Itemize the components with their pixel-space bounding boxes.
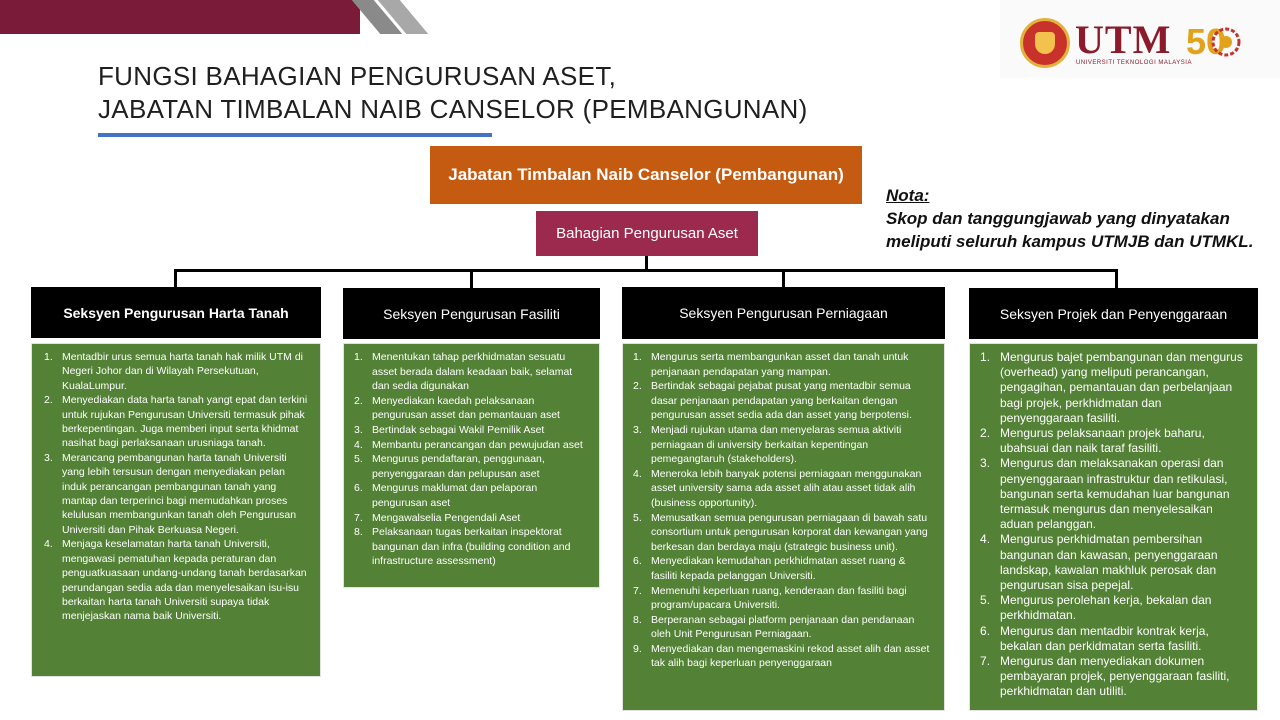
note-title: Nota: [886, 186, 930, 205]
title-underline [98, 133, 492, 137]
connector-vertical-main [645, 256, 648, 272]
note-line-2: meliputi seluruh kampus UTMJB dan UTMKL. [886, 232, 1254, 251]
duty-list: Mengurus bajet pembangunan dan mengurus … [980, 350, 1251, 700]
list-item: Menjaga keselamatan harta tanah Universi… [44, 537, 307, 623]
anniversary-50-logo: 50 [1186, 21, 1241, 62]
title-line-1: FUNGSI BAHAGIAN PENGURUSAN ASET, [98, 61, 617, 91]
list-item: Meneroka lebih banyak potensi perniagaan… [633, 467, 922, 509]
list-item: Bertindak sebagai Wakil Pemilik Aset [354, 423, 545, 437]
utm-seal-icon [1020, 18, 1070, 68]
section-header-harta-tanah: Seksyen Pengurusan Harta Tanah [31, 287, 321, 338]
section-title: Seksyen Pengurusan Perniagaan [679, 305, 888, 321]
org-box-jtnc-label: Jabatan Timbalan Naib Canselor (Pembangu… [448, 165, 844, 184]
connector-drop-1 [174, 269, 177, 288]
section-header-projek: Seksyen Projek dan Penyenggaraan [969, 288, 1258, 339]
list-item: Mengurus serta membangunkan asset dan ta… [633, 350, 909, 378]
list-item: Membantu perancangan dan pewujudan aset [354, 438, 583, 452]
connector-horizontal [174, 269, 1118, 272]
list-item: Mentadbir urus semua harta tanah hak mil… [44, 350, 304, 392]
list-item: Mengurus dan melaksanakan operasi dan pe… [980, 456, 1230, 532]
list-item: Menentukan tahap perkhidmatan sesuatu as… [354, 350, 573, 393]
list-item: Menyediakan kemudahan perkhidmatan asset… [633, 554, 906, 582]
list-item: Mengurus bajet pembangunan dan mengurus … [980, 350, 1243, 425]
note-block: Nota: Skop dan tanggungjawab yang dinyat… [886, 184, 1253, 253]
section-title: Seksyen Pengurusan Fasiliti [383, 305, 560, 322]
list-item: Bertindak sebagai pejabat pusat yang men… [633, 379, 912, 422]
section-body-fasiliti: Menentukan tahap perkhidmatan sesuatu as… [343, 343, 600, 588]
list-item: Berperanan sebagai platform penjanaan da… [633, 613, 915, 641]
list-item: Mengawalselia Pengendali Aset [354, 511, 521, 525]
org-box-bpa-label: Bahagian Pengurusan Aset [556, 225, 738, 242]
connector-drop-2 [470, 269, 473, 288]
list-item: Mengurus pelaksanaan projek baharu, ubah… [980, 426, 1205, 456]
note-line-1: Skop dan tanggungjawab yang dinyatakan [886, 209, 1230, 228]
list-item: Mengurus perkhidmatan pembersihan bangun… [980, 532, 1218, 593]
section-body-harta-tanah: Mentadbir urus semua harta tanah hak mil… [31, 343, 321, 677]
section-header-fasiliti: Seksyen Pengurusan Fasiliti [343, 288, 600, 339]
list-item: Mengurus perolehan kerja, bekalan dan pe… [980, 593, 1212, 623]
list-item: Merancang pembangunan harta tanah Univer… [44, 451, 297, 536]
utm-logo-subtext: UNIVERSITI TEKNOLOGI MALAYSIA [1076, 60, 1192, 66]
list-item: Mengurus pendaftaran, penggunaan, penyen… [354, 452, 545, 480]
connector-drop-3 [782, 269, 785, 288]
list-item: Mengurus dan mentadbir kontrak kerja, be… [980, 623, 1209, 653]
utm-logo-text: UTM [1075, 17, 1172, 62]
connector-drop-4 [1115, 269, 1118, 288]
list-item: Mengurus dan menyediakan dokumen pembaya… [980, 654, 1230, 699]
list-item: Mengurus maklumat dan pelaporan pengurus… [354, 481, 538, 509]
list-item: Menyediakan kaedah pelaksanaan pengurusa… [354, 394, 560, 422]
page-title: FUNGSI BAHAGIAN PENGURUSAN ASET, JABATAN… [98, 60, 808, 126]
title-line-2: JABATAN TIMBALAN NAIB CANSELOR (PEMBANGU… [98, 94, 808, 124]
list-item: Menyediakan dan mengemaskini rekod asset… [633, 642, 930, 670]
org-box-jtnc: Jabatan Timbalan Naib Canselor (Pembangu… [430, 146, 862, 204]
section-body-perniagaan: Mengurus serta membangunkan asset dan ta… [622, 343, 945, 711]
anniversary-text: 50 [1186, 21, 1226, 62]
section-title: Seksyen Pengurusan Harta Tanah [63, 304, 289, 321]
duty-list: Menentukan tahap perkhidmatan sesuatu as… [354, 350, 593, 569]
list-item: Memusatkan semua pengurusan perniagaan d… [633, 511, 928, 553]
header-bar [0, 0, 360, 34]
section-body-projek: Mengurus bajet pembangunan dan mengurus … [969, 343, 1258, 711]
list-item: Pelaksanaan tugas berkaitan inspektorat … [354, 525, 571, 568]
duty-list: Mentadbir urus semua harta tanah hak mil… [44, 350, 314, 624]
section-title: Seksyen Projek dan Penyenggaraan [999, 305, 1228, 322]
list-item: Menyediakan data harta tanah yangt epat … [44, 393, 308, 450]
list-item: Menjadi rujukan utama dan menyelaras sem… [633, 423, 902, 466]
section-header-perniagaan: Seksyen Pengurusan Perniagaan [622, 287, 945, 339]
list-item: Memenuhi keperluan ruang, kenderaan dan … [633, 584, 907, 612]
duty-list: Mengurus serta membangunkan asset dan ta… [633, 350, 938, 671]
org-box-bpa: Bahagian Pengurusan Aset [536, 211, 758, 256]
